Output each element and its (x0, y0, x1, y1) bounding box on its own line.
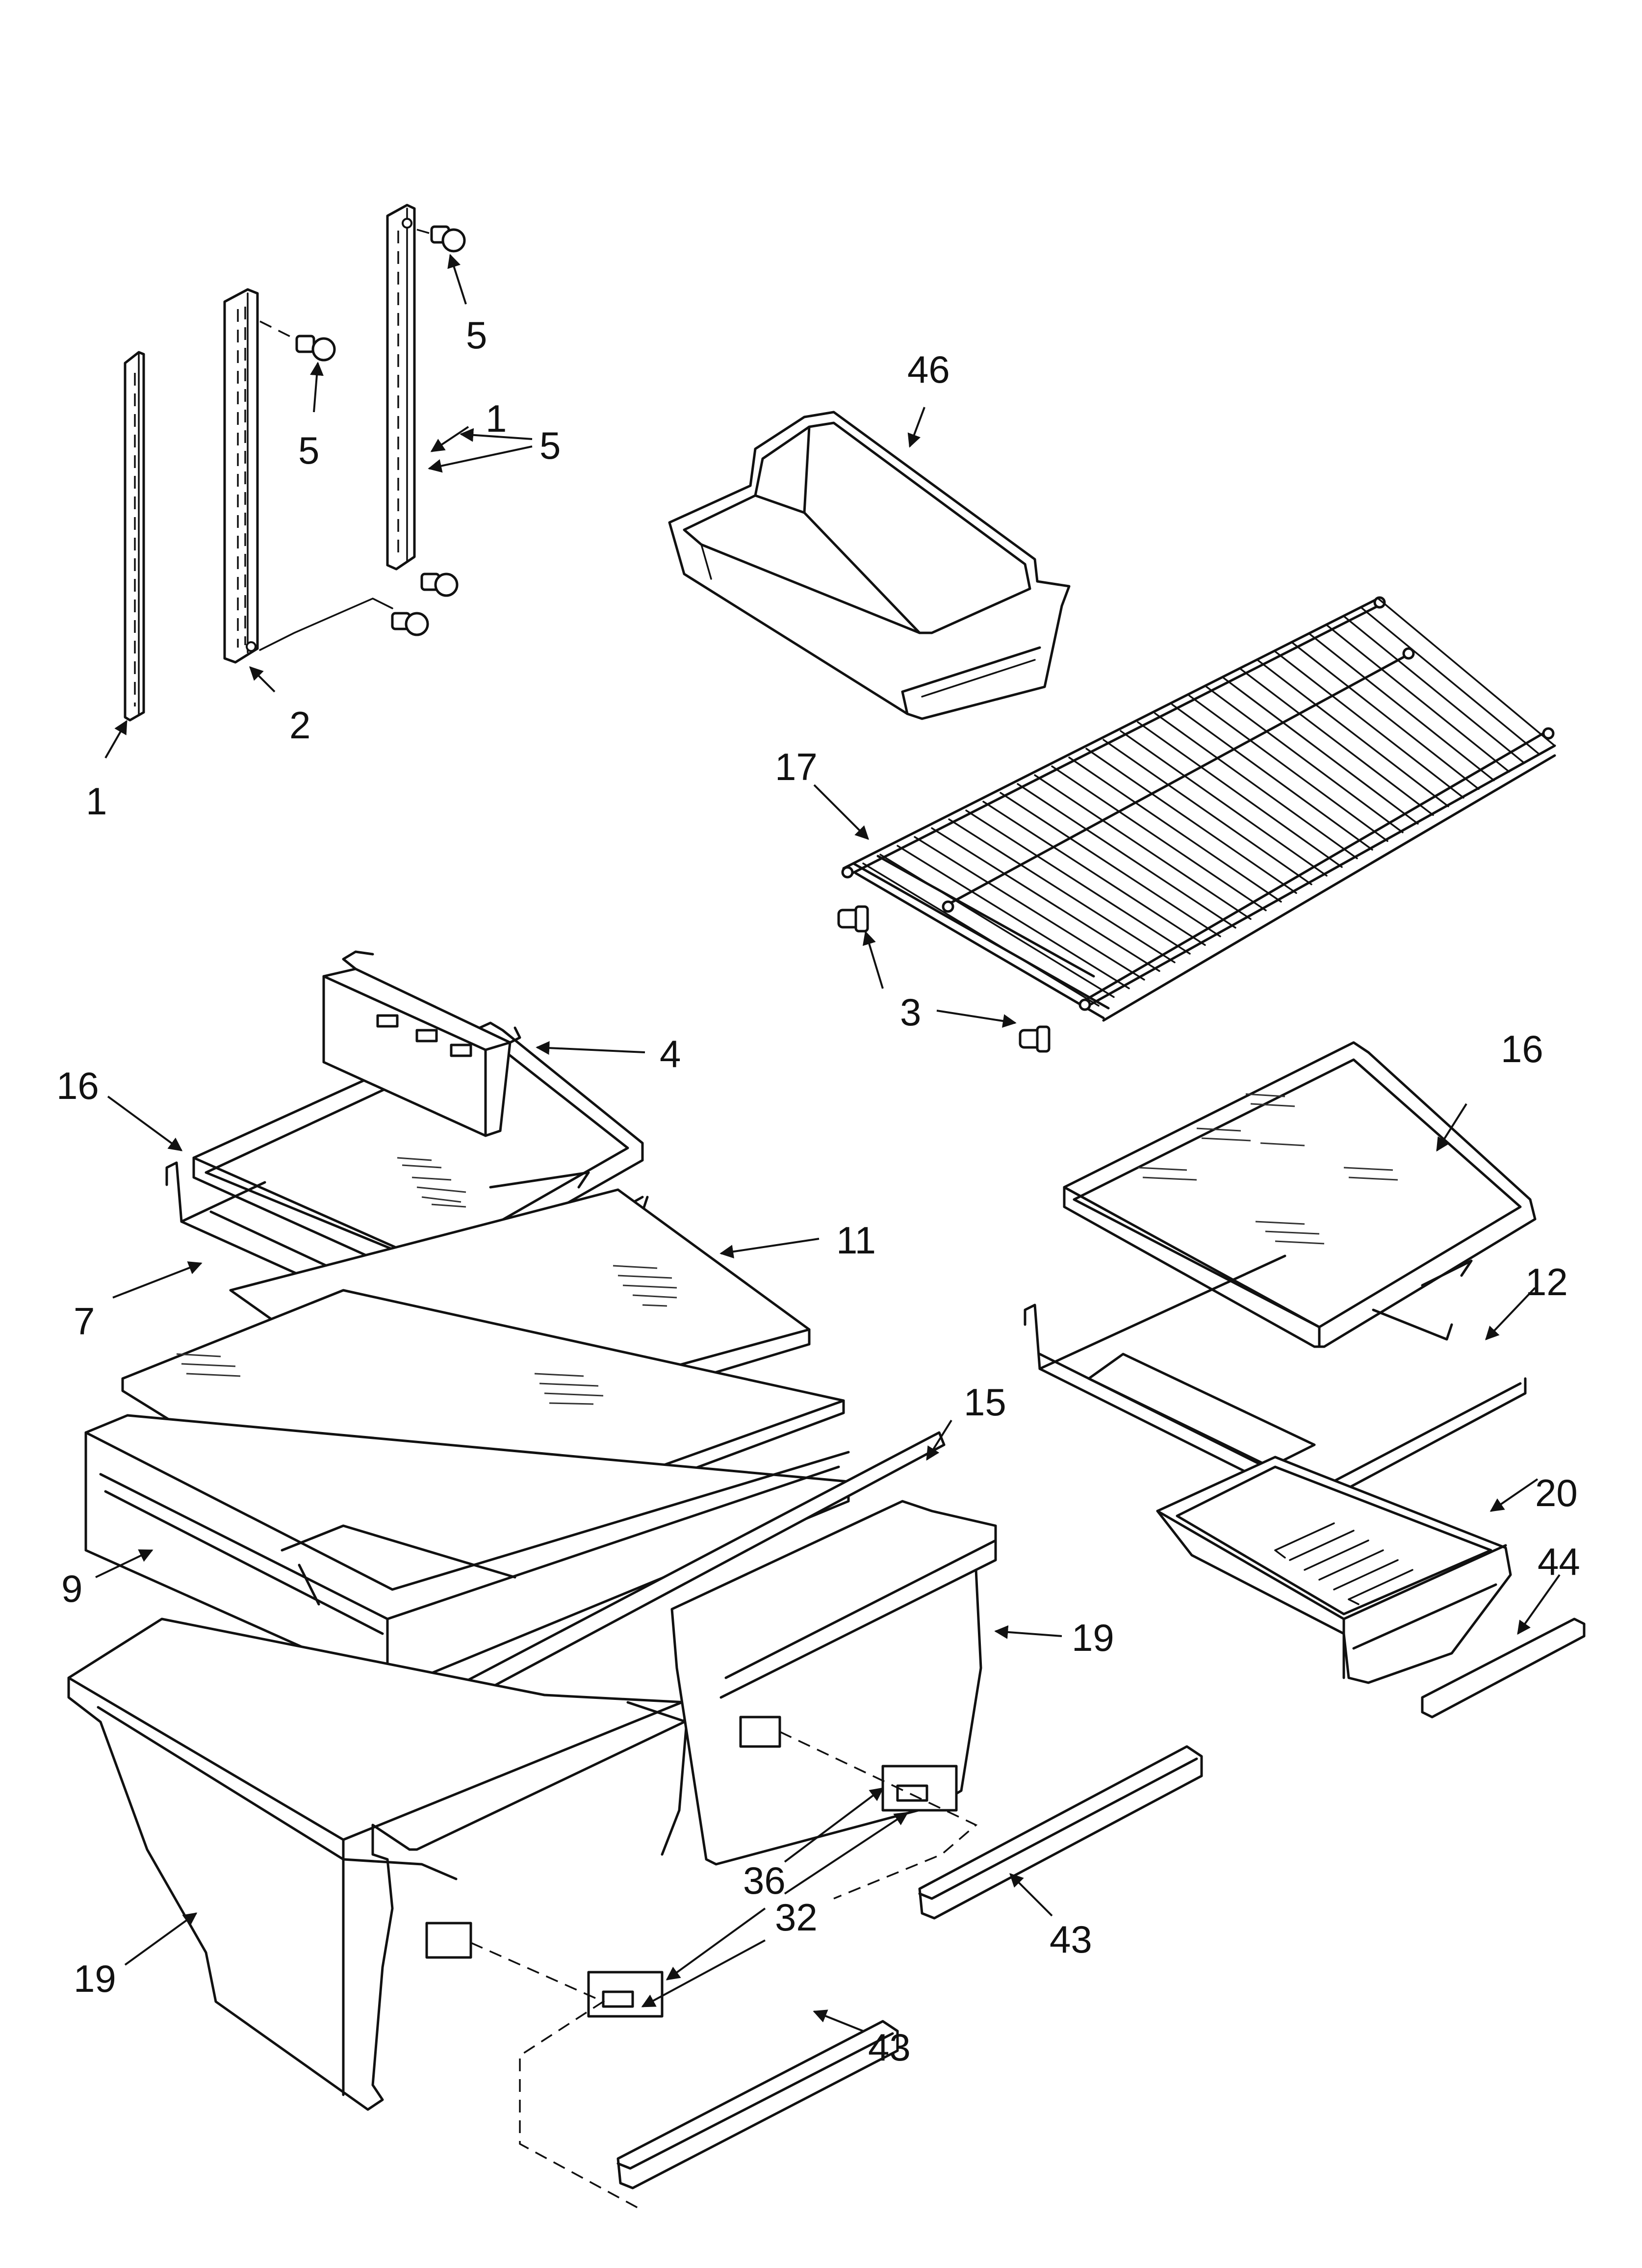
wire-shelf-rod (1274, 651, 1464, 799)
callout-19-left: 19 (74, 1957, 116, 2000)
wire-shelf-rod (965, 809, 1191, 955)
callout-labels: 1 1 2 5 5 5 46 17 3 4 16 16 11 7 12 15 9… (56, 313, 1580, 2069)
callout-12: 12 (1525, 1260, 1568, 1303)
wire-shelf-rod (1188, 695, 1388, 842)
callout-11: 11 (836, 1219, 876, 1262)
wire-shelf-rod (1377, 598, 1556, 747)
wire-shelf-rod (1085, 748, 1297, 894)
crisper-trim-left (616, 2020, 899, 2190)
wire-shelf-rod (1154, 712, 1358, 860)
wire-shelf-rod (1120, 730, 1328, 877)
shelf-rail-left (124, 351, 145, 722)
callout-4: 4 (660, 1032, 681, 1075)
wire-shelf-rod (1326, 624, 1510, 773)
callout-32: 32 (775, 1896, 818, 1939)
wire-shelf-rod (914, 836, 1145, 981)
callout-leaders (95, 254, 1561, 2032)
wire-shelf-rod (1257, 659, 1449, 808)
callout-1-right: 1 (486, 397, 507, 440)
callout-3: 3 (900, 991, 921, 1034)
crisper-drawer-right (670, 1500, 997, 1866)
callout-44: 44 (1538, 1540, 1580, 1583)
callout-36: 36 (743, 1859, 786, 1902)
callout-15: 15 (964, 1381, 1006, 1424)
wire-shelf-rod (897, 845, 1130, 990)
screw-lower-a (420, 573, 459, 597)
callout-20: 20 (1535, 1471, 1578, 1514)
wire-shelf-rod (1034, 774, 1252, 920)
wire-shelf-rod (1051, 765, 1267, 912)
ice-bin (668, 411, 1071, 720)
wire-shelf-rod (1360, 606, 1540, 756)
crisper-trim-right (918, 1745, 1203, 1920)
screw-mid (259, 320, 336, 362)
wire-shelf-rod (931, 827, 1160, 972)
callout-43-right: 43 (1050, 1918, 1092, 1961)
callout-16-left: 16 (56, 1064, 99, 1107)
crisper-cover-frame (84, 1414, 850, 1687)
callout-5-pair: 5 (539, 424, 561, 467)
callout-7: 7 (74, 1300, 95, 1343)
wire-shelf-rod (1171, 704, 1373, 851)
upper-right-glass-shelf (1063, 1041, 1537, 1348)
callout-5-mid: 5 (298, 429, 319, 472)
shelf-rail-right (386, 204, 416, 571)
callout-5-top: 5 (466, 313, 487, 357)
wire-shelf (841, 596, 1556, 1022)
alignment-line-right (779, 1731, 978, 1900)
wire-shelf-rod (1103, 739, 1312, 886)
wire-shelf-rod (1223, 677, 1419, 825)
wire-shelf-rod (1240, 668, 1434, 816)
wire-shelf-rod (1017, 783, 1236, 929)
screw-top (416, 225, 466, 253)
crisper-drawer-left (67, 1617, 688, 2111)
wire-shelf-rod (1206, 686, 1404, 834)
callout-2: 2 (289, 704, 310, 747)
meat-pan-drawer (1156, 1456, 1512, 1684)
door-caddy (322, 950, 521, 1137)
shelf-frame-right (1024, 1254, 1527, 1508)
alignment-line-left (470, 1942, 638, 2209)
callout-9: 9 (61, 1567, 82, 1610)
wire-shelf-rod (1343, 615, 1525, 764)
wire-shelf-rod (1137, 721, 1343, 868)
wire-shelf-rod (1308, 633, 1495, 782)
shelf-support-upper (837, 905, 869, 933)
wire-shelf-rod (862, 862, 1100, 1007)
callout-1-left: 1 (86, 780, 107, 823)
wire-shelf-rod (1068, 756, 1282, 903)
wire-shelf-rod (879, 854, 1115, 998)
callout-16-right: 16 (1501, 1027, 1543, 1070)
callout-17: 17 (775, 745, 818, 788)
wire-shelf-rod (982, 801, 1206, 946)
callout-46: 46 (907, 348, 950, 391)
meat-pan-trim (1421, 1617, 1586, 1719)
shelf-rail-center (223, 288, 259, 664)
callout-19-right: 19 (1072, 1616, 1114, 1659)
screw-lower-b (259, 598, 429, 651)
callout-43-left: 43 (868, 2026, 911, 2069)
wire-shelf-rod (1291, 642, 1480, 790)
wire-shelf-rod (1000, 792, 1221, 938)
wire-shelf-rod (948, 818, 1176, 964)
shelf-support-lower (1019, 1025, 1051, 1053)
